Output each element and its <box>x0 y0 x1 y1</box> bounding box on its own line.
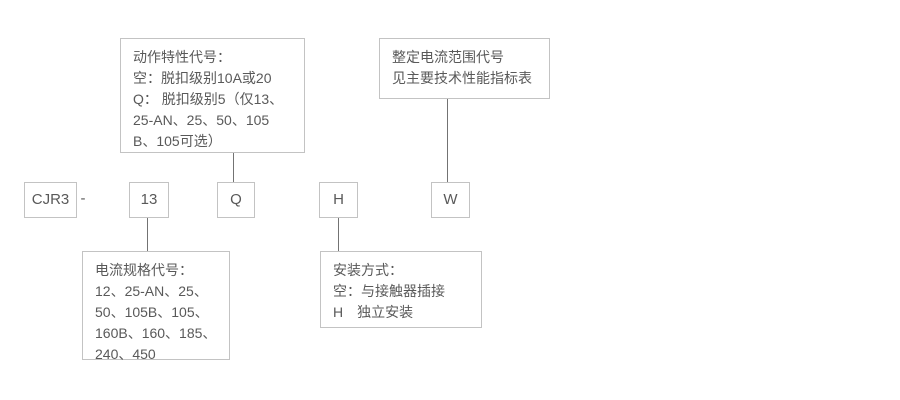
connector-13-to-current-spec <box>147 218 148 251</box>
code-box-mounting: H <box>319 182 358 218</box>
callout-action-characteristic: 动作特性代号： 空：脱扣级别10A或20 Q： 脱扣级别5（仅13、 25-AN、25… <box>120 38 305 153</box>
code-box-action-characteristic: Q <box>217 182 255 218</box>
connector-h-to-mounting <box>338 218 339 251</box>
connector-action-to-q <box>233 153 234 182</box>
code-box-setting-current: W <box>431 182 470 218</box>
callout-setting-current-range: 整定电流范围代号见主要技术性能指标表 <box>379 38 550 99</box>
callout-text-line: 25-AN、25、50、105 <box>133 112 270 128</box>
callout-text-line: 整定电流范围代号 <box>392 49 504 65</box>
callout-text-line: H 独立安装 <box>333 304 414 320</box>
callout-text-line: 50、105B、105、 <box>95 304 209 320</box>
callout-text-line: 电流规格代号： <box>95 262 193 278</box>
callout-text-line: 12、25-AN、25、 <box>95 283 208 299</box>
callout-text-line: B、105可选） <box>133 133 222 149</box>
callout-text-line: 动作特性代号： <box>133 49 231 65</box>
connector-setting-to-w <box>447 99 448 182</box>
code-box-current-spec: 13 <box>129 182 169 218</box>
model-prefix-box: CJR3 <box>24 182 77 218</box>
callout-text-line: 见主要技术性能指标表 <box>392 70 532 86</box>
callout-text-line: 安装方式： <box>333 262 403 278</box>
callout-text-line: 空：脱扣级别10A或20 <box>133 70 272 86</box>
callout-text-line: 空：与接触器插接 <box>333 283 445 299</box>
callout-text-line: 160B、160、185、 <box>95 325 217 341</box>
callout-current-spec: 电流规格代号： 12、25-AN、25、 50、105B、105、 160B、160、… <box>82 251 230 362</box>
model-separator: - <box>80 190 86 207</box>
callout-mounting-method: 安装方式： 空：与接触器插接 H 独立安装 <box>320 251 482 328</box>
callout-text-line: Q： 脱扣级别5（仅13、 <box>133 91 284 107</box>
callout-text-line: 240、450 <box>95 346 156 362</box>
